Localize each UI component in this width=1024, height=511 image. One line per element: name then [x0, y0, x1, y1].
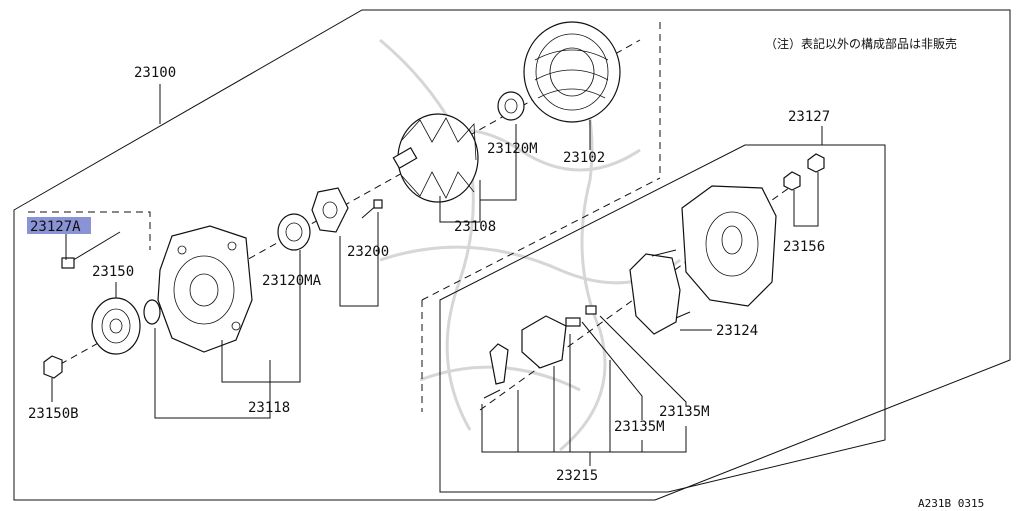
rotor-part	[392, 113, 479, 203]
leader-23120m	[480, 124, 517, 201]
label-23120m[interactable]: 23120M	[487, 141, 538, 157]
washer-part	[143, 299, 161, 325]
label-23156[interactable]: 23156	[783, 239, 825, 255]
screw-23200	[361, 199, 383, 219]
parts	[43, 21, 825, 399]
leader-23135m-b	[581, 321, 643, 420]
part-labels: 23100 23127A 23150 23150B 23118 23120MA …	[28, 65, 830, 484]
highlight-23127a	[27, 217, 91, 234]
front-housing-part	[157, 225, 253, 353]
label-23124[interactable]: 23124	[716, 323, 758, 339]
leader-lines	[51, 84, 823, 466]
pulley-part	[523, 21, 621, 123]
dashed-bolt-box	[28, 211, 151, 250]
label-23135m-lower[interactable]: 23135M	[614, 419, 665, 435]
non-sale-note: （注）表記以外の構成部品は非販売	[765, 36, 957, 51]
leader-23135m-a	[599, 315, 687, 406]
leader-23118-b	[221, 250, 301, 383]
label-23150b[interactable]: 23150B	[28, 406, 79, 422]
retainer-plate-part	[311, 187, 349, 233]
terminal-nuts-part	[783, 153, 825, 191]
drive-pulley-part	[91, 297, 141, 355]
leader-23215-base	[481, 404, 687, 453]
leader-23200	[339, 212, 379, 307]
label-23100[interactable]: 23100	[134, 65, 176, 81]
bearing-part	[497, 91, 525, 121]
nut-part	[43, 355, 63, 379]
leader-23118-a	[154, 328, 271, 419]
rear-cover-part	[681, 185, 777, 307]
leader-23108	[439, 180, 481, 223]
label-23118[interactable]: 23118	[248, 400, 290, 416]
leader-23156	[793, 172, 819, 227]
rectifier-part	[629, 249, 691, 335]
rear-bearing-part	[277, 213, 311, 251]
assembly-frames	[13, 9, 1011, 501]
regulator-part	[483, 305, 597, 399]
label-23120ma[interactable]: 23120MA	[262, 273, 322, 289]
label-23215[interactable]: 23215	[556, 468, 598, 484]
outer-frame-23100	[13, 9, 1011, 501]
label-23127a-suffix: A	[72, 219, 81, 235]
dashed-boundary-top	[421, 177, 661, 301]
label-23108[interactable]: 23108	[454, 219, 496, 235]
label-23135m-upper[interactable]: 23135M	[659, 404, 710, 420]
label-23127a-number[interactable]: 23127	[30, 219, 72, 235]
inner-frame-23127	[439, 144, 886, 493]
drawing-code: A231B 0315	[918, 497, 984, 510]
label-23127a[interactable]: 23127A	[30, 219, 81, 235]
label-23200[interactable]: 23200	[347, 244, 389, 260]
through-bolt-part	[61, 231, 121, 269]
label-23127[interactable]: 23127	[788, 109, 830, 125]
label-23150[interactable]: 23150	[92, 264, 134, 280]
label-23102[interactable]: 23102	[563, 150, 605, 166]
